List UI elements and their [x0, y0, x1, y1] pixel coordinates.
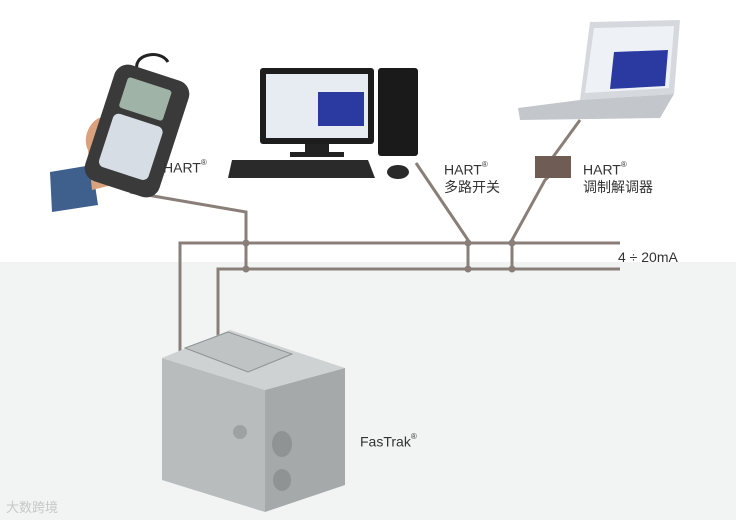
handheld-label-name: HART: [163, 159, 201, 176]
modem-label: HART® 调制解调器: [583, 158, 653, 196]
junction-dot: [508, 239, 516, 247]
junction-dot: [242, 239, 250, 247]
handheld-wire: [129, 190, 248, 269]
registered-mark: ®: [620, 160, 627, 169]
background-bottom: [0, 262, 736, 520]
arm-sleeve: [50, 165, 98, 212]
desktop-computer-icon: [228, 68, 418, 179]
wiring: [129, 119, 620, 355]
monitor-stand: [305, 144, 329, 154]
brand-emblem: [233, 425, 247, 439]
housing-cover-plate: [183, 331, 294, 373]
watermark: 大数跨境: [6, 501, 59, 516]
fastrak-label: FasTrak®: [360, 430, 417, 451]
handheld-label: HART®: [163, 156, 207, 177]
junction-dot: [242, 265, 250, 273]
junction-dot: [508, 265, 516, 273]
fastrak-positioner-icon: [162, 330, 345, 512]
modem-box-icon: [535, 156, 571, 178]
multiplexer-label-cn: 多路开关: [444, 178, 500, 195]
device-keypad: [98, 113, 163, 180]
cable-gland: [272, 431, 292, 457]
laptop-base: [518, 94, 674, 120]
loop-current-label: 4 ÷ 20mA: [618, 249, 678, 265]
junction-dots: [242, 239, 516, 273]
housing-front: [162, 358, 265, 512]
laptop-computer-icon: [518, 20, 680, 120]
registered-mark: ®: [200, 158, 207, 167]
monitor-base: [290, 152, 344, 157]
junction-dot: [464, 265, 472, 273]
registered-mark: ®: [481, 160, 488, 169]
modem-label-name: HART: [583, 161, 621, 178]
pc-tower: [378, 68, 418, 156]
junction-dot: [464, 239, 472, 247]
cable-gland: [273, 469, 291, 491]
mouse: [387, 165, 409, 179]
modem-laptop-wire: [551, 119, 582, 158]
modem-label-cn: 调制解调器: [583, 178, 653, 195]
keyboard: [228, 160, 375, 178]
monitor-screen-panel: [318, 92, 364, 126]
device-screen: [119, 77, 172, 121]
hart-communicator-icon: [50, 53, 190, 212]
loop-wire-upper: [178, 241, 620, 355]
multiplexer-label: HART® 多路开关: [444, 158, 500, 196]
laptop-screen-panel: [610, 50, 668, 89]
loop-wire-lower: [216, 267, 620, 336]
fastrak-label-name: FasTrak: [360, 433, 411, 450]
registered-mark: ®: [410, 432, 417, 441]
multiplexer-label-name: HART: [444, 161, 482, 178]
